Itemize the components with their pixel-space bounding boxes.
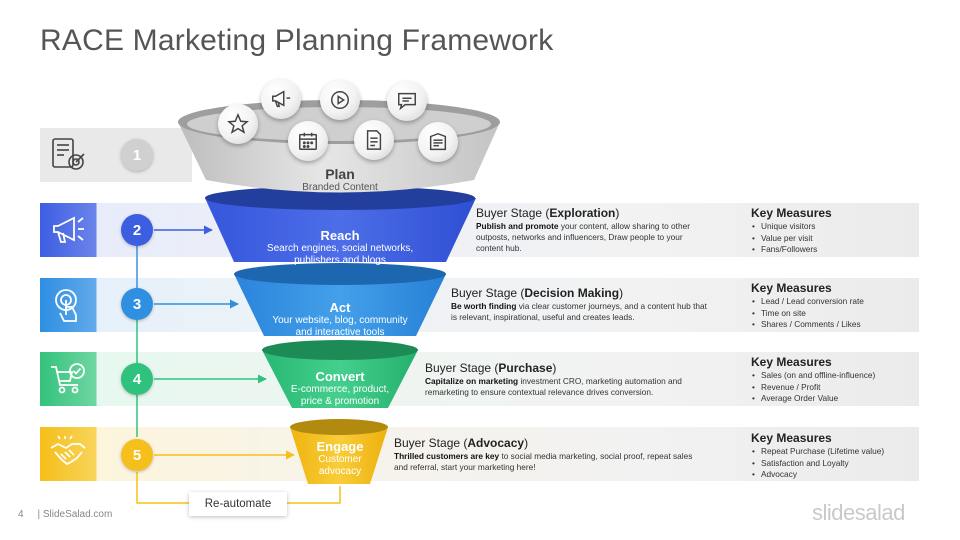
key-measures-title: Key Measures	[751, 431, 832, 445]
key-measure-item: Lead / Lead conversion rate	[751, 296, 916, 308]
desc-bold: Thrilled customers are key	[394, 451, 500, 461]
footer-site: | SlideSalad.com	[37, 509, 113, 520]
stage-2-buyer-title: Buyer Stage (Exploration)	[476, 206, 619, 220]
plan-label: Plan Branded Content	[260, 166, 420, 194]
desc-line: remarketing to ensure contextual relevan…	[425, 387, 654, 397]
convert-subtitle-line2: price & promotion	[300, 396, 380, 407]
engage-heading: Engage	[316, 439, 364, 454]
stage-3-description: Be worth finding via clear customer jour…	[451, 301, 746, 323]
desc-bold: Be worth finding	[451, 301, 517, 311]
buyer-stage-name: Decision Making	[524, 286, 620, 300]
key-measures-title: Key Measures	[751, 206, 832, 220]
key-measures-title: Key Measures	[751, 355, 832, 369]
stage-5-number: 5	[121, 439, 153, 471]
stage-2-description: Publish and promote your content, allow …	[476, 221, 726, 254]
act-subtitle-line2: and interactive tools	[295, 327, 385, 338]
calendar-icon	[288, 121, 328, 161]
handshake-icon	[40, 427, 96, 481]
plan-subtitle: Branded Content	[302, 182, 378, 193]
brand-logo: slidesalad	[812, 500, 905, 525]
megaphone-icon	[261, 79, 301, 119]
stage-1-number: 1	[121, 139, 153, 171]
desc-rest: to social media marketing, social proof,…	[499, 451, 693, 461]
desc-rest: your content, allow sharing to other	[558, 221, 690, 231]
desc-line: and referral, start your marketing here!	[394, 462, 536, 472]
convert-heading: Convert	[315, 369, 365, 384]
engage-label: Engage Customer advocacy	[300, 439, 380, 478]
stage-3-number: 3	[121, 288, 153, 320]
stage-3-buyer-title: Buyer Stage (Decision Making)	[451, 286, 623, 300]
stage-5-buyer-title: Buyer Stage (Advocacy)	[394, 436, 528, 450]
buyer-title-prefix: Buyer Stage (	[451, 286, 525, 300]
reach-subtitle-line2: publishers and blogs	[294, 255, 386, 266]
buyer-stage-name: Purchase	[498, 361, 553, 375]
stage-4-number: 4	[121, 363, 153, 395]
buyer-stage-name: Exploration	[549, 206, 616, 220]
buyer-title-prefix: Buyer Stage (	[425, 361, 499, 375]
key-measure-item: Advocacy	[751, 469, 916, 481]
page-title: RACE Marketing Planning Framework	[40, 24, 554, 57]
reach-label: Reach Search engines, social networks, p…	[236, 228, 444, 267]
desc-bold: Publish and promote	[476, 221, 559, 231]
buyer-title-suffix: )	[619, 286, 624, 300]
reautomate-label: Re-automate	[189, 492, 287, 516]
desc-line: is relevant, inspirational, useful and c…	[451, 312, 635, 322]
key-measure-item: Time on site	[751, 308, 916, 320]
key-measure-item: Revenue / Profit	[751, 382, 916, 394]
key-measure-item: Repeat Purchase (Lifetime value)	[751, 446, 916, 458]
buyer-title-prefix: Buyer Stage (	[476, 206, 550, 220]
key-measure-item: Fans/Followers	[751, 244, 916, 256]
stage-4-description: Capitalize on marketing investment CRO, …	[425, 376, 725, 398]
key-measure-item: Sales (on and offline-influence)	[751, 370, 916, 382]
cart-check-icon	[40, 352, 96, 406]
engage-subtitle-line1: Customer	[318, 454, 362, 465]
footer: 4 | SlideSalad.com	[18, 509, 112, 520]
key-measure-item: Unique visitors	[751, 221, 916, 233]
document-icon	[354, 120, 394, 160]
megaphone-icon	[40, 203, 96, 257]
engage-subtitle-line2: advocacy	[318, 466, 362, 477]
key-measure-item: Average Order Value	[751, 393, 916, 405]
act-label: Act Your website, blog, community and in…	[250, 300, 430, 339]
convert-label: Convert E-commerce, product, price & pro…	[270, 369, 410, 408]
planning-checklist-icon	[40, 128, 96, 182]
reach-heading: Reach	[320, 228, 360, 243]
act-heading: Act	[329, 300, 351, 315]
play-icon	[320, 80, 360, 120]
key-measure-item: Value per visit	[751, 233, 916, 245]
stage-1-band	[40, 128, 192, 182]
stage-3-key-measures: Key Measures Lead / Lead conversion rate…	[751, 281, 916, 331]
desc-rest: via clear customer journeys, and a conte…	[516, 301, 707, 311]
reach-subtitle-line1: Search engines, social networks,	[266, 243, 414, 254]
desc-line: outposts, networks and influencers, Draw…	[476, 232, 683, 242]
stage-4-key-measures: Key Measures Sales (on and offline-influ…	[751, 355, 916, 405]
buyer-stage-name: Advocacy	[467, 436, 525, 450]
chat-icon	[387, 81, 427, 121]
desc-line: content hub.	[476, 243, 522, 253]
convert-subtitle-line1: E-commerce, product,	[290, 384, 390, 395]
star-icon	[218, 104, 258, 144]
key-measures-title: Key Measures	[751, 281, 832, 295]
touch-icon	[40, 278, 96, 332]
act-subtitle-line1: Your website, blog, community	[272, 315, 408, 326]
plan-heading: Plan	[325, 166, 355, 182]
key-measure-item: Satisfaction and Loyalty	[751, 458, 916, 470]
stage-5-description: Thrilled customers are key to social med…	[394, 451, 739, 473]
buyer-title-suffix: )	[524, 436, 529, 450]
buyer-title-prefix: Buyer Stage (	[394, 436, 468, 450]
buyer-title-suffix: )	[552, 361, 557, 375]
newspaper-icon	[418, 122, 458, 162]
key-measure-item: Shares / Comments / Likes	[751, 319, 916, 331]
desc-rest: investment CRO, marketing automation and	[518, 376, 682, 386]
stage-2-key-measures: Key Measures Unique visitors Value per v…	[751, 206, 916, 256]
buyer-title-suffix: )	[615, 206, 620, 220]
desc-bold: Capitalize on marketing	[425, 376, 519, 386]
stage-4-buyer-title: Buyer Stage (Purchase)	[425, 361, 556, 375]
stage-2-number: 2	[121, 214, 153, 246]
stage-5-key-measures: Key Measures Repeat Purchase (Lifetime v…	[751, 431, 916, 481]
page-number: 4	[18, 509, 24, 520]
